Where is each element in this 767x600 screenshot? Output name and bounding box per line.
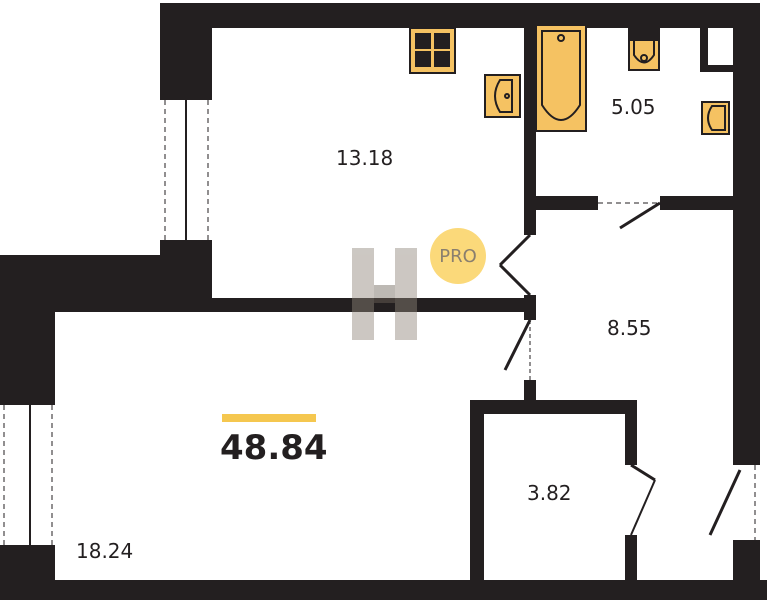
watermark-logo xyxy=(352,248,417,340)
doors xyxy=(498,201,756,540)
walls xyxy=(0,3,767,600)
windows xyxy=(3,100,209,545)
bathroom-sink-icon xyxy=(701,101,730,135)
kitchen-sink-icon xyxy=(484,74,521,118)
total-area-accent-bar xyxy=(222,414,316,422)
bathroom-area-label: 5.05 xyxy=(611,95,656,119)
hallway-area-label: 8.55 xyxy=(607,316,652,340)
living-room-area-label: 18.24 xyxy=(76,539,134,563)
kitchen-area-label: 13.18 xyxy=(336,146,394,170)
stove-icon xyxy=(409,27,456,74)
toilet-icon xyxy=(628,24,660,71)
pro-badge: PRO xyxy=(430,228,486,284)
bathtub-icon xyxy=(535,24,587,132)
total-area: 48.84 xyxy=(220,428,328,468)
fixtures xyxy=(409,24,730,135)
storage-area-label: 3.82 xyxy=(527,481,572,505)
